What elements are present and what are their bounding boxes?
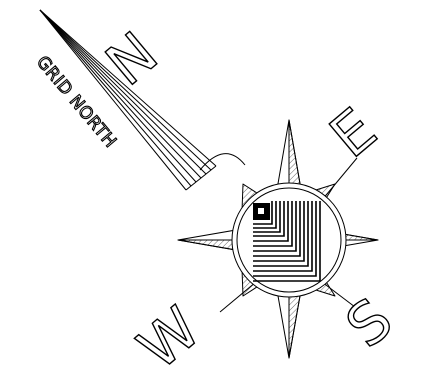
- leader-northeast: [322, 158, 357, 200]
- leader-southwest: [220, 282, 256, 312]
- angle-arc: [200, 154, 245, 170]
- direction-north: N: [93, 19, 170, 99]
- grid-north-label: GRID NORTH: [32, 52, 120, 152]
- direction-west: W: [125, 294, 213, 380]
- direction-east: E: [317, 95, 389, 171]
- direction-south: S: [333, 285, 405, 361]
- emblem-dot: [258, 208, 264, 214]
